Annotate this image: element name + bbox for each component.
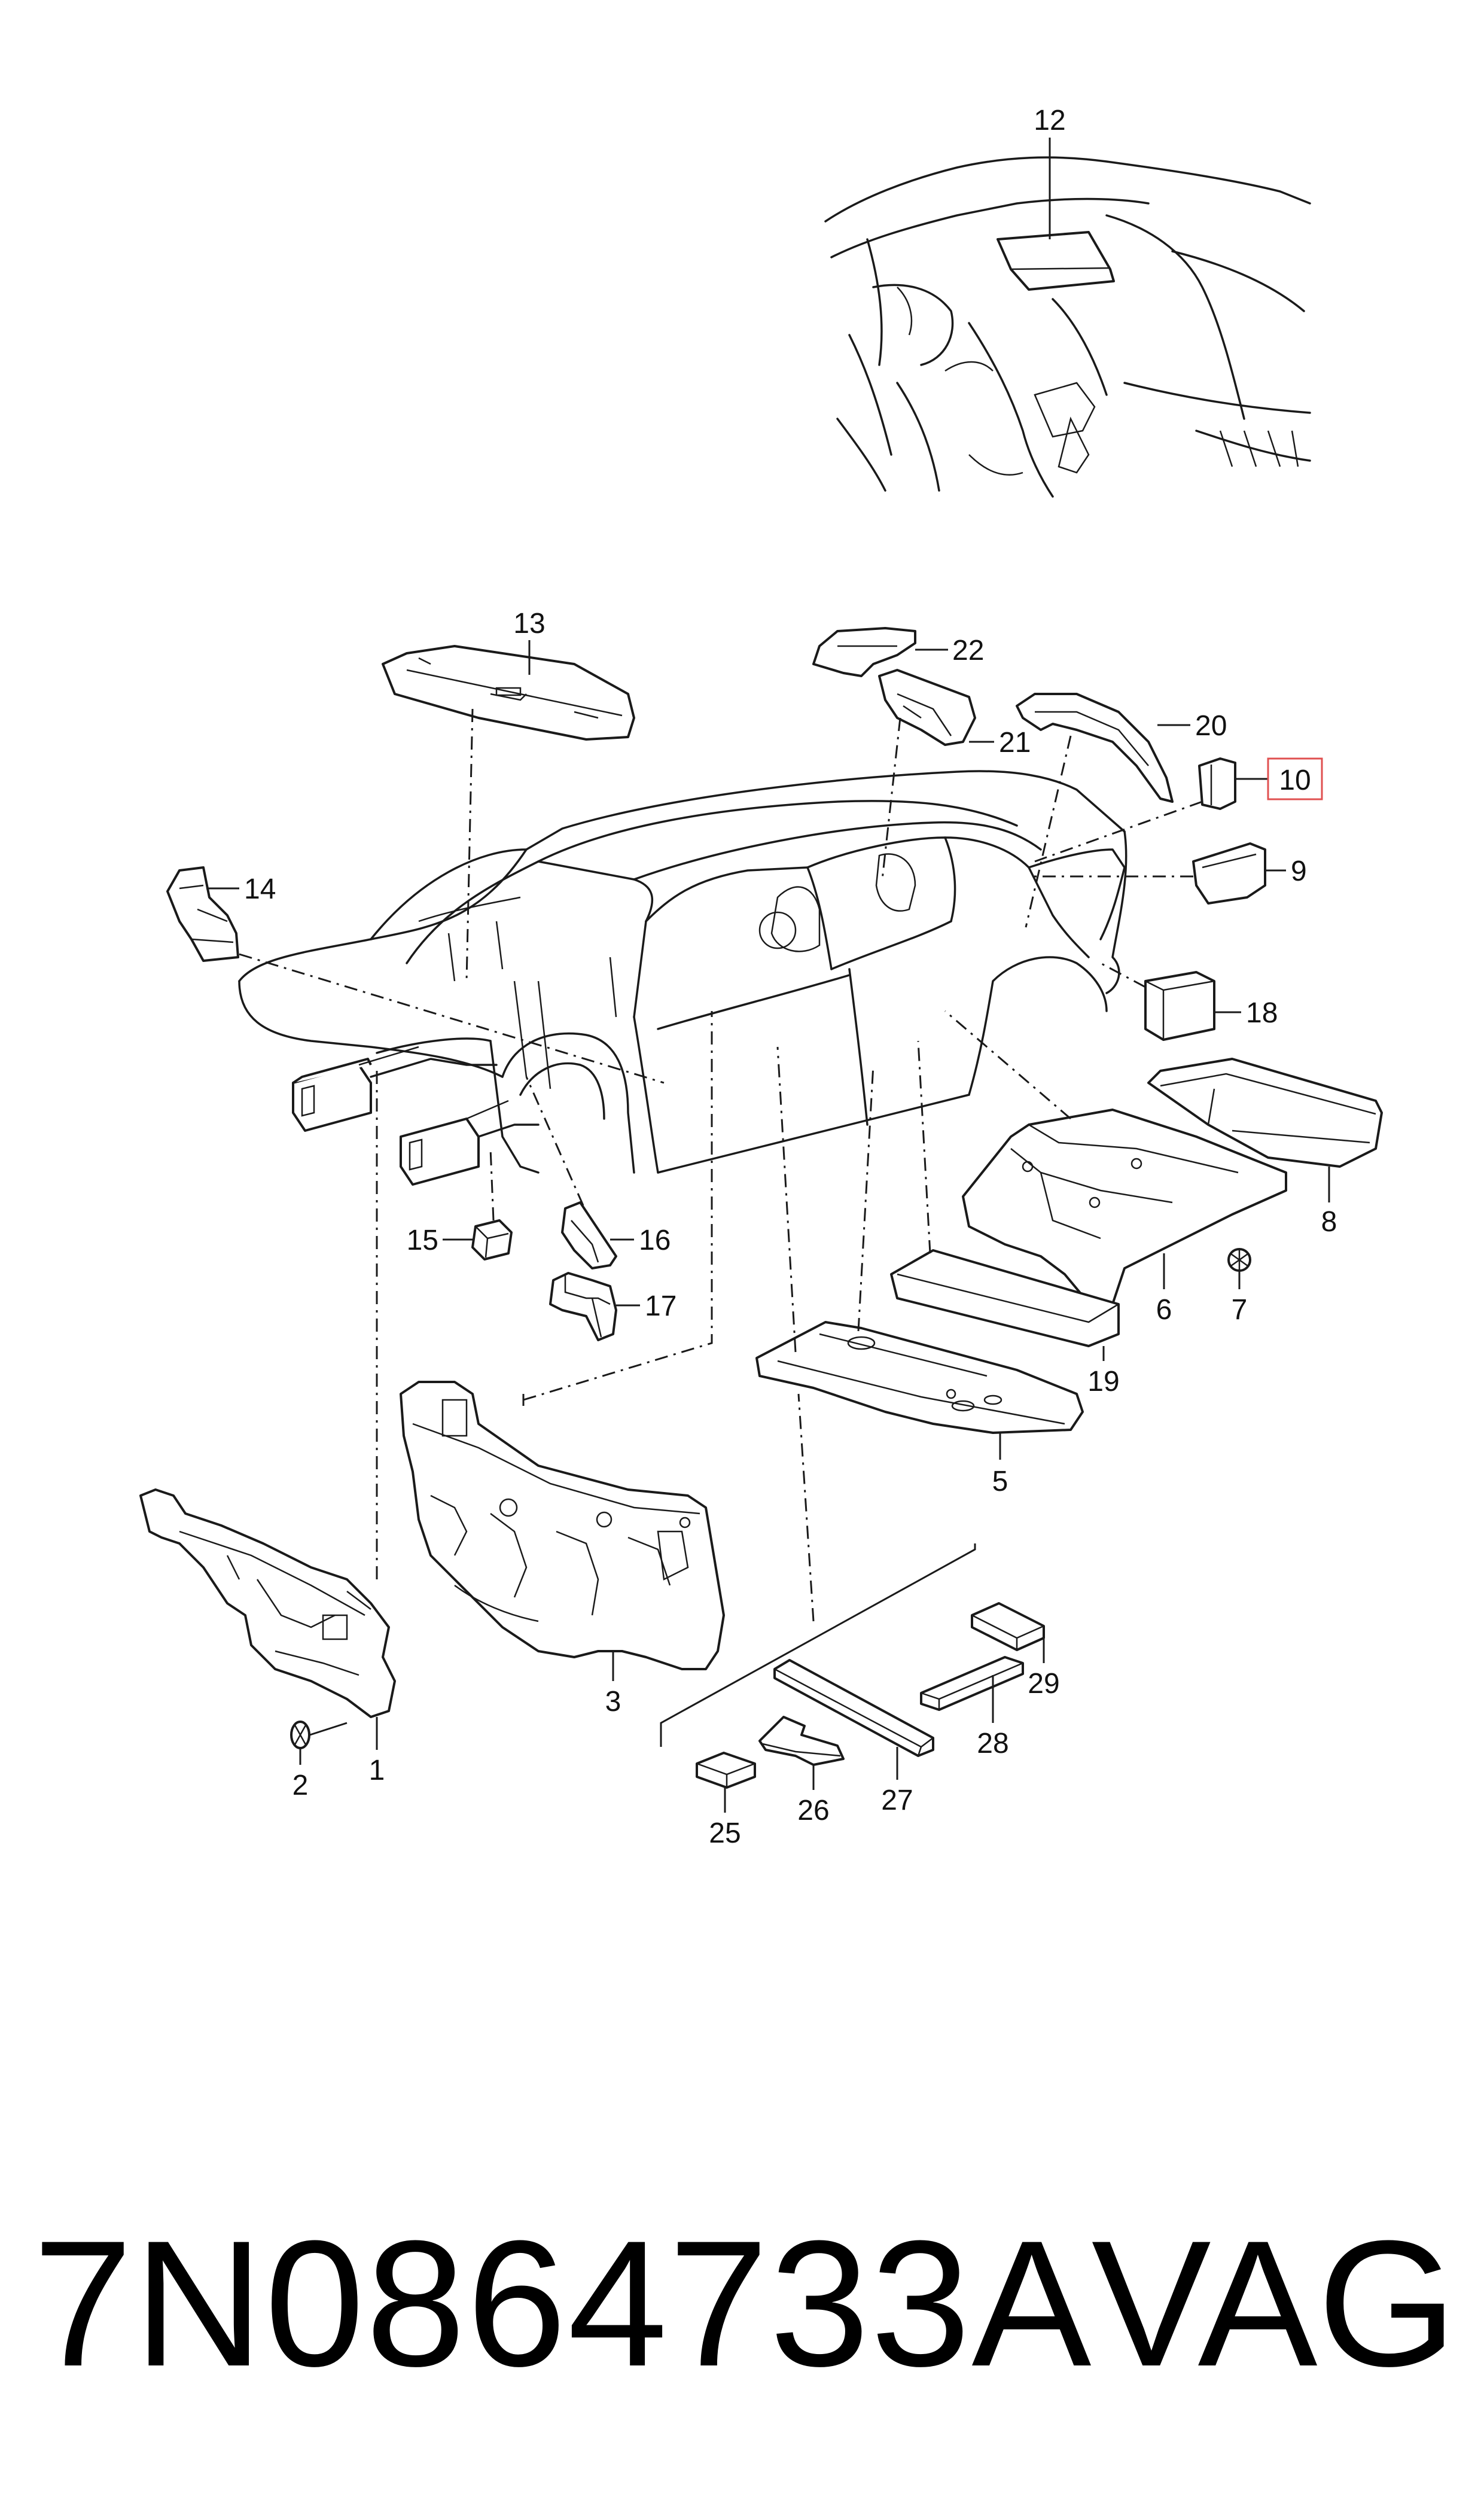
callout-25: 25 (709, 1817, 741, 1849)
callout-26: 26 (797, 1795, 829, 1826)
callout-12: 12 (1034, 105, 1065, 136)
part-3 (400, 1381, 725, 1670)
part-6 (962, 1109, 1287, 1311)
brand-label: VAG (1091, 2203, 1457, 2404)
callout-17: 17 (645, 1290, 677, 1322)
part-15 (471, 1219, 513, 1260)
callout-19: 19 (1087, 1366, 1119, 1397)
part-12-shape (997, 231, 1115, 291)
part-16 (561, 1201, 617, 1269)
part-26 (758, 1716, 845, 1766)
callout-16: 16 (639, 1225, 671, 1256)
callout-8: 8 (1321, 1206, 1337, 1238)
part-9 (1192, 842, 1266, 905)
part-7 (1227, 1248, 1251, 1272)
callout-27: 27 (881, 1785, 913, 1816)
callout-6: 6 (1156, 1294, 1172, 1326)
callout-13: 13 (513, 608, 545, 640)
callout-29: 29 (1028, 1668, 1059, 1700)
callout-7: 7 (1232, 1294, 1248, 1326)
part-1 (139, 1488, 396, 1718)
inset-dashboard-view (824, 156, 1311, 498)
part-22 (812, 627, 916, 677)
callout-28: 28 (977, 1728, 1008, 1759)
part-2 (290, 1721, 310, 1749)
part-27 (773, 1659, 934, 1757)
part-25 (696, 1752, 756, 1789)
callout-10-highlight (1267, 757, 1323, 800)
part-29 (971, 1602, 1045, 1651)
callout-14: 14 (244, 873, 276, 905)
callout-21: 21 (999, 727, 1031, 759)
callout-1: 1 (369, 1755, 385, 1786)
part-20 (1016, 693, 1174, 803)
part-19 (890, 1249, 1120, 1347)
car-body-outline (238, 770, 1128, 1186)
callout-15: 15 (407, 1225, 438, 1256)
callout-2: 2 (292, 1770, 309, 1801)
callout-5: 5 (992, 1466, 1008, 1497)
callout-10: 10 (1279, 765, 1311, 796)
callout-22: 22 (952, 635, 984, 666)
part-28 (920, 1656, 1024, 1711)
callout-3: 3 (605, 1686, 621, 1718)
callout-9: 9 (1291, 855, 1307, 887)
callout-20: 20 (1195, 710, 1227, 742)
part-13 (382, 645, 635, 741)
part-number-label: 7N0864733A (33, 2203, 1093, 2404)
callout-18: 18 (1246, 997, 1278, 1029)
part-18 (1144, 971, 1215, 1041)
part-5 (755, 1321, 1084, 1434)
part-17 (549, 1272, 617, 1341)
part-14 (166, 866, 239, 962)
part-8 (1147, 1058, 1383, 1168)
part-21 (878, 669, 976, 746)
part-10 (1198, 757, 1236, 810)
